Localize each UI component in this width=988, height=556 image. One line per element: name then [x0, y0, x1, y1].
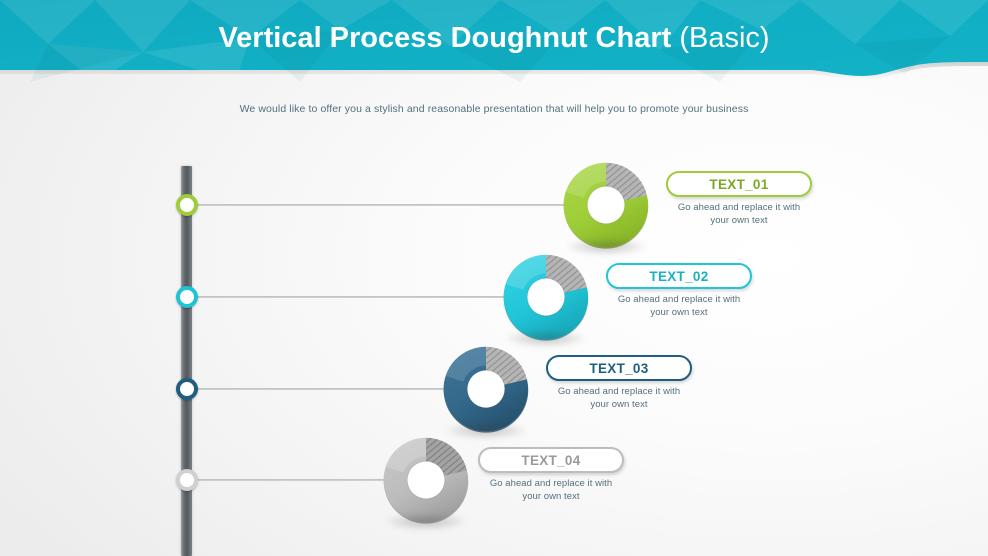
- doughnut-shadow-2: [504, 329, 588, 347]
- doughnut-shadow-4: [384, 512, 468, 530]
- doughnut-chart-4[interactable]: [378, 432, 474, 530]
- doughnut-2-svg: [503, 254, 589, 341]
- step-description-3-line1: Go ahead and replace it with: [557, 386, 681, 397]
- step-description-4-line1: Go ahead and replace it with: [489, 478, 613, 489]
- doughnut-1-svg: [563, 162, 649, 249]
- doughnut-4-svg: [383, 437, 469, 524]
- doughnut-chart-2[interactable]: [498, 249, 594, 347]
- doughnut-shadow-1: [564, 237, 648, 255]
- step-description-2-line2: your own text: [650, 306, 708, 318]
- page-title: Vertical Process Doughnut Chart (Basic): [0, 21, 988, 55]
- doughnut-chart-1[interactable]: [558, 157, 654, 255]
- connector-line-3: [192, 388, 444, 390]
- timeline-marker-1[interactable]: [176, 194, 198, 216]
- label-block-1: TEXT_01 Go ahead and replace it with you…: [666, 171, 812, 227]
- page-title-light: (Basic): [671, 22, 770, 54]
- step-description-1-line1: Go ahead and replace it with: [677, 202, 801, 213]
- subtitle: We would like to offer you a stylish and…: [239, 103, 749, 115]
- doughnut-chart-3[interactable]: [438, 341, 534, 439]
- doughnut-shadow-3: [444, 421, 528, 439]
- timeline-marker-3[interactable]: [176, 378, 198, 400]
- header-banner: Vertical Process Doughnut Chart (Basic): [0, 0, 988, 82]
- step-label-pill-4[interactable]: TEXT_04: [478, 447, 624, 473]
- header-shape: [0, 0, 988, 82]
- label-block-2: TEXT_02 Go ahead and replace it with you…: [606, 263, 752, 319]
- label-block-4: TEXT_04 Go ahead and replace it with you…: [478, 447, 624, 503]
- step-description-3-line2: your own text: [590, 398, 648, 410]
- step-description-4: Go ahead and replace it with your own te…: [478, 478, 624, 503]
- step-label-pill-3[interactable]: TEXT_03: [546, 355, 692, 381]
- connector-line-1: [192, 204, 564, 206]
- step-description-2-line1: Go ahead and replace it with: [617, 294, 741, 305]
- doughnut-3-svg: [443, 346, 529, 433]
- connector-line-2: [192, 296, 504, 298]
- label-block-3: TEXT_03 Go ahead and replace it with you…: [546, 355, 692, 411]
- step-description-1-line2: your own text: [710, 214, 768, 226]
- timeline-bar: [181, 166, 192, 556]
- connector-line-4: [192, 479, 384, 481]
- page-title-strong: Vertical Process Doughnut Chart: [218, 22, 672, 54]
- step-description-2: Go ahead and replace it with your own te…: [606, 294, 752, 319]
- step-description-4-line2: your own text: [522, 490, 580, 502]
- timeline-marker-4[interactable]: [176, 469, 198, 491]
- timeline-marker-2[interactable]: [176, 286, 198, 308]
- step-label-pill-1[interactable]: TEXT_01: [666, 171, 812, 197]
- step-label-pill-2[interactable]: TEXT_02: [606, 263, 752, 289]
- step-description-1: Go ahead and replace it with your own te…: [666, 202, 812, 227]
- step-description-3: Go ahead and replace it with your own te…: [546, 386, 692, 411]
